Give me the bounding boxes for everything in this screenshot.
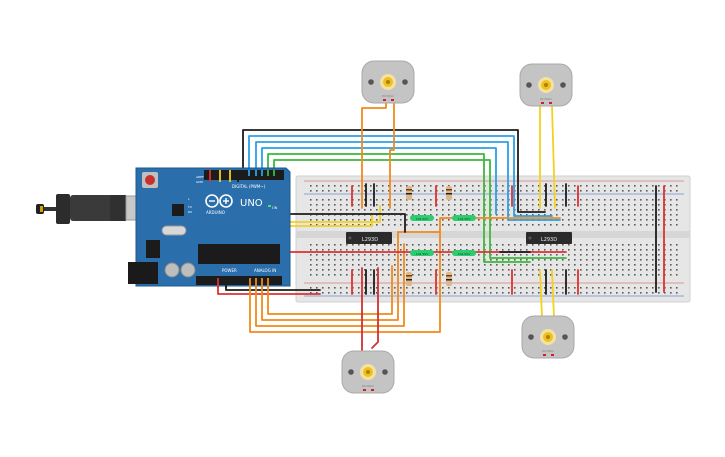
- dc-motor[interactable]: DC Motor: [519, 63, 573, 107]
- dc-motor[interactable]: DC Motor: [341, 350, 395, 394]
- capacitors: 104 50V 104 50V 104 50V 104 50V: [410, 215, 476, 256]
- resistors: [406, 186, 452, 286]
- digital-header[interactable]: [204, 170, 284, 180]
- wire-orange-3[interactable]: [261, 231, 441, 321]
- capacitor-label: 104 50V: [416, 217, 429, 221]
- wire-blue-top-1[interactable]: [248, 135, 553, 217]
- on-label: ON: [272, 206, 278, 210]
- digital-label: DIGITAL (PWM~): [232, 184, 266, 189]
- chip-label: L293D: [541, 237, 557, 243]
- wire-orange-4[interactable]: [267, 265, 393, 315]
- power-label: POWER: [222, 268, 237, 273]
- l-label: L: [188, 197, 190, 201]
- capacitor-label: 104 50V: [458, 252, 471, 256]
- resistor[interactable]: [446, 186, 452, 200]
- board-model-label: UNO: [240, 198, 263, 209]
- arduino-uno-board[interactable]: UNO ARDUINO DIGITAL (PWM~) ANALOG IN POW…: [36, 167, 291, 287]
- motor-driver-chip-right[interactable]: L293D: [526, 232, 572, 244]
- power-jack: [128, 262, 158, 284]
- microcontroller: [198, 244, 280, 264]
- header-wire-ends: [209, 170, 275, 288]
- capacitor[interactable]: 104 50V: [410, 250, 434, 256]
- wire-orange-1[interactable]: [249, 217, 561, 333]
- capacitor[interactable]: 104 50V: [452, 250, 476, 256]
- motor-label: DC Motor: [362, 384, 375, 388]
- wire-motor2-b[interactable]: [551, 105, 556, 209]
- wire-red-power[interactable]: [217, 285, 321, 295]
- wire-orange-2[interactable]: [255, 243, 405, 327]
- motor-label: DC Motor: [540, 97, 553, 101]
- wire-motor4-a[interactable]: [539, 269, 543, 319]
- wire-motor3-b[interactable]: [371, 267, 379, 349]
- wire-motor4-b[interactable]: [551, 269, 555, 319]
- wire-black-bus-1[interactable]: [391, 213, 406, 233]
- wire-motor1-a[interactable]: [361, 100, 387, 209]
- capacitor[interactable]: 104 50V: [410, 215, 434, 221]
- aref-label: AREF: [196, 175, 204, 179]
- wire-green-top-2[interactable]: [273, 159, 567, 259]
- wire-black-top[interactable]: [242, 129, 546, 213]
- tx-label: TX: [187, 205, 192, 209]
- resistor[interactable]: [406, 186, 412, 200]
- analog-label: ANALOG IN: [254, 268, 276, 273]
- chip-label: L293D: [362, 237, 378, 243]
- capacitor-label: 104 50V: [416, 252, 429, 256]
- usb-cable: [36, 194, 153, 224]
- rx-label: RX: [188, 210, 192, 214]
- wire-blue-top-3[interactable]: [261, 147, 497, 215]
- dc-motor[interactable]: DC Motor: [361, 60, 415, 104]
- reset-button-cap[interactable]: [145, 175, 155, 185]
- wire-motor1-b[interactable]: [389, 100, 395, 209]
- wire-blue-top-2[interactable]: [255, 141, 561, 221]
- analog-power-header[interactable]: [196, 276, 282, 285]
- arduino-logo: [205, 194, 233, 208]
- dc-motor[interactable]: DC Motor: [521, 315, 575, 359]
- motor-label: DC Motor: [382, 94, 395, 98]
- capacitor[interactable]: 104 50V: [452, 215, 476, 221]
- gnd-label: GND: [196, 180, 204, 184]
- wire-green-top-1[interactable]: [267, 153, 531, 263]
- motor-driver-chip-left[interactable]: L293D: [346, 232, 392, 244]
- capacitor-label: 104 50V: [458, 217, 471, 221]
- resistor[interactable]: [406, 272, 412, 286]
- resistor[interactable]: [446, 272, 452, 286]
- motor-label: DC Motor: [542, 349, 555, 353]
- board-brand-label: ARDUINO: [206, 210, 225, 215]
